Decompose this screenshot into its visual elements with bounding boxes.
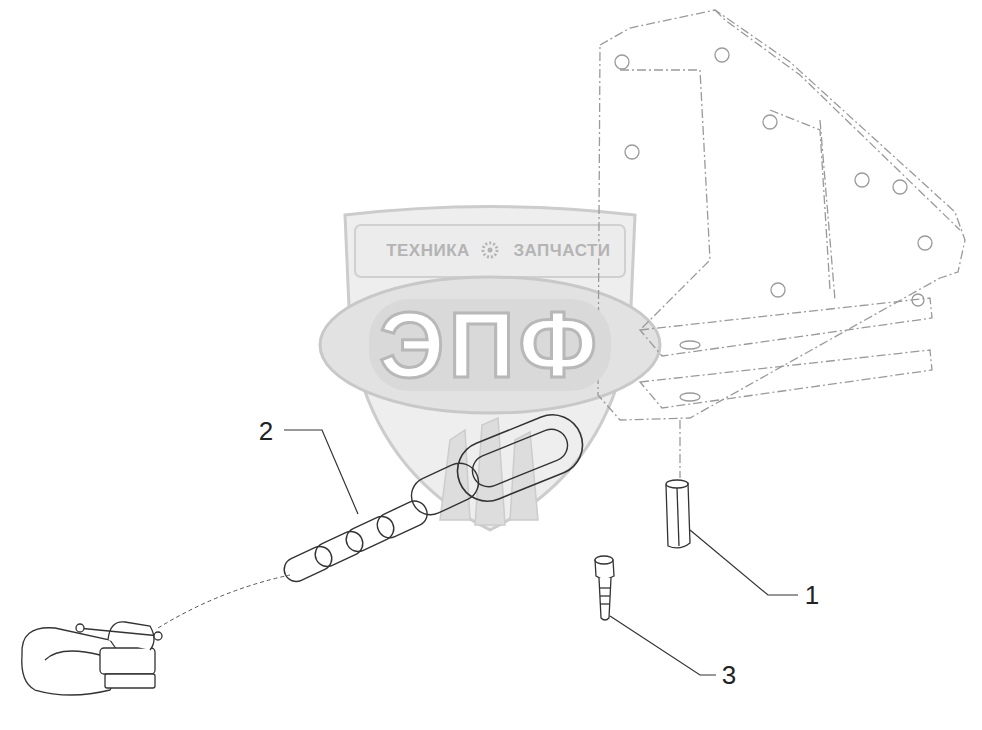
clevis-hook [22, 622, 162, 695]
leader-line [284, 430, 358, 514]
cap-screw [595, 556, 614, 620]
leader-line [610, 616, 716, 675]
callout-number: 1 [803, 582, 821, 608]
watermark-text: ЗАПЧАСТИ [511, 242, 612, 259]
watermark-shield [320, 207, 660, 531]
watermark-text: ТЕХНИКА [384, 242, 472, 259]
chain [280, 406, 591, 586]
tow-bracket [598, 10, 965, 478]
spring-pin [666, 480, 690, 548]
connection-line [158, 575, 290, 628]
leader-line [690, 530, 798, 595]
watermark-logo: ЭПФ [369, 299, 611, 391]
bracket-holes [615, 48, 932, 401]
callout-number: 3 [720, 662, 738, 688]
callout-number: 2 [257, 418, 275, 444]
